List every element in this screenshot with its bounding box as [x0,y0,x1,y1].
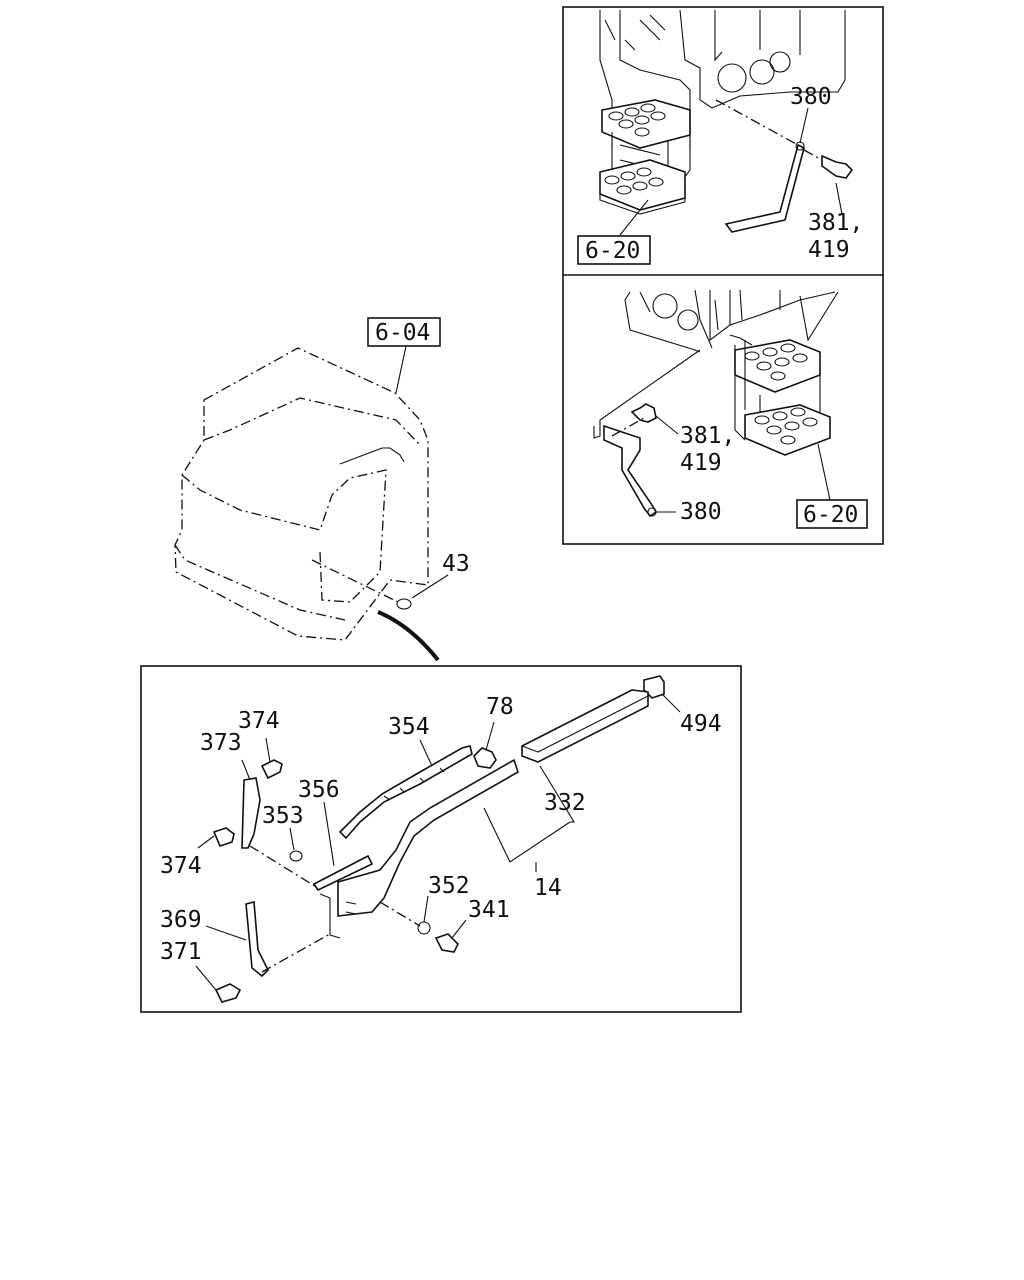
callout-380-bottom: 380 [680,499,722,525]
callout-494: 494 [680,711,722,737]
inset-bottom-leaders [655,415,831,513]
callout-381-bottom: 381, [680,423,735,449]
callout-14: 14 [534,875,562,901]
callout-381-top: 381, [808,210,863,236]
callout-43: 43 [442,551,470,577]
callout-369: 369 [160,907,202,933]
callout-419-top: 419 [808,237,850,263]
callout-371: 371 [160,939,202,965]
ref-box-6-20-bottom: 6-20 [796,499,868,529]
callout-374-top: 374 [238,708,280,734]
callout-380-top: 380 [790,84,832,110]
ref-label-6-20-bottom: 6-20 [803,502,858,528]
callout-353: 353 [262,803,304,829]
callout-78: 78 [486,694,514,720]
ref-label-6-20-top: 6-20 [585,238,640,264]
inset-top-step-assembly [599,9,854,233]
main-parts-panel [140,665,742,1013]
callout-332: 332 [544,790,586,816]
inset-top-leaders [619,107,843,236]
inset-bottom-step-assembly [593,289,839,518]
callout-373: 373 [200,730,242,756]
callout-374-bottom: 374 [160,853,202,879]
callout-352: 352 [428,873,470,899]
callout-356: 356 [298,777,340,803]
ref-label-6-04: 6-04 [375,320,430,346]
cab-outline [174,345,449,662]
callout-354: 354 [388,714,430,740]
main-panel-leaders [195,693,681,991]
callout-341: 341 [468,897,510,923]
ref-box-6-20-top: 6-20 [577,235,651,265]
inset-frame [562,6,884,545]
callout-419-bottom: 419 [680,450,722,476]
ref-box-6-04: 6-04 [367,317,441,347]
